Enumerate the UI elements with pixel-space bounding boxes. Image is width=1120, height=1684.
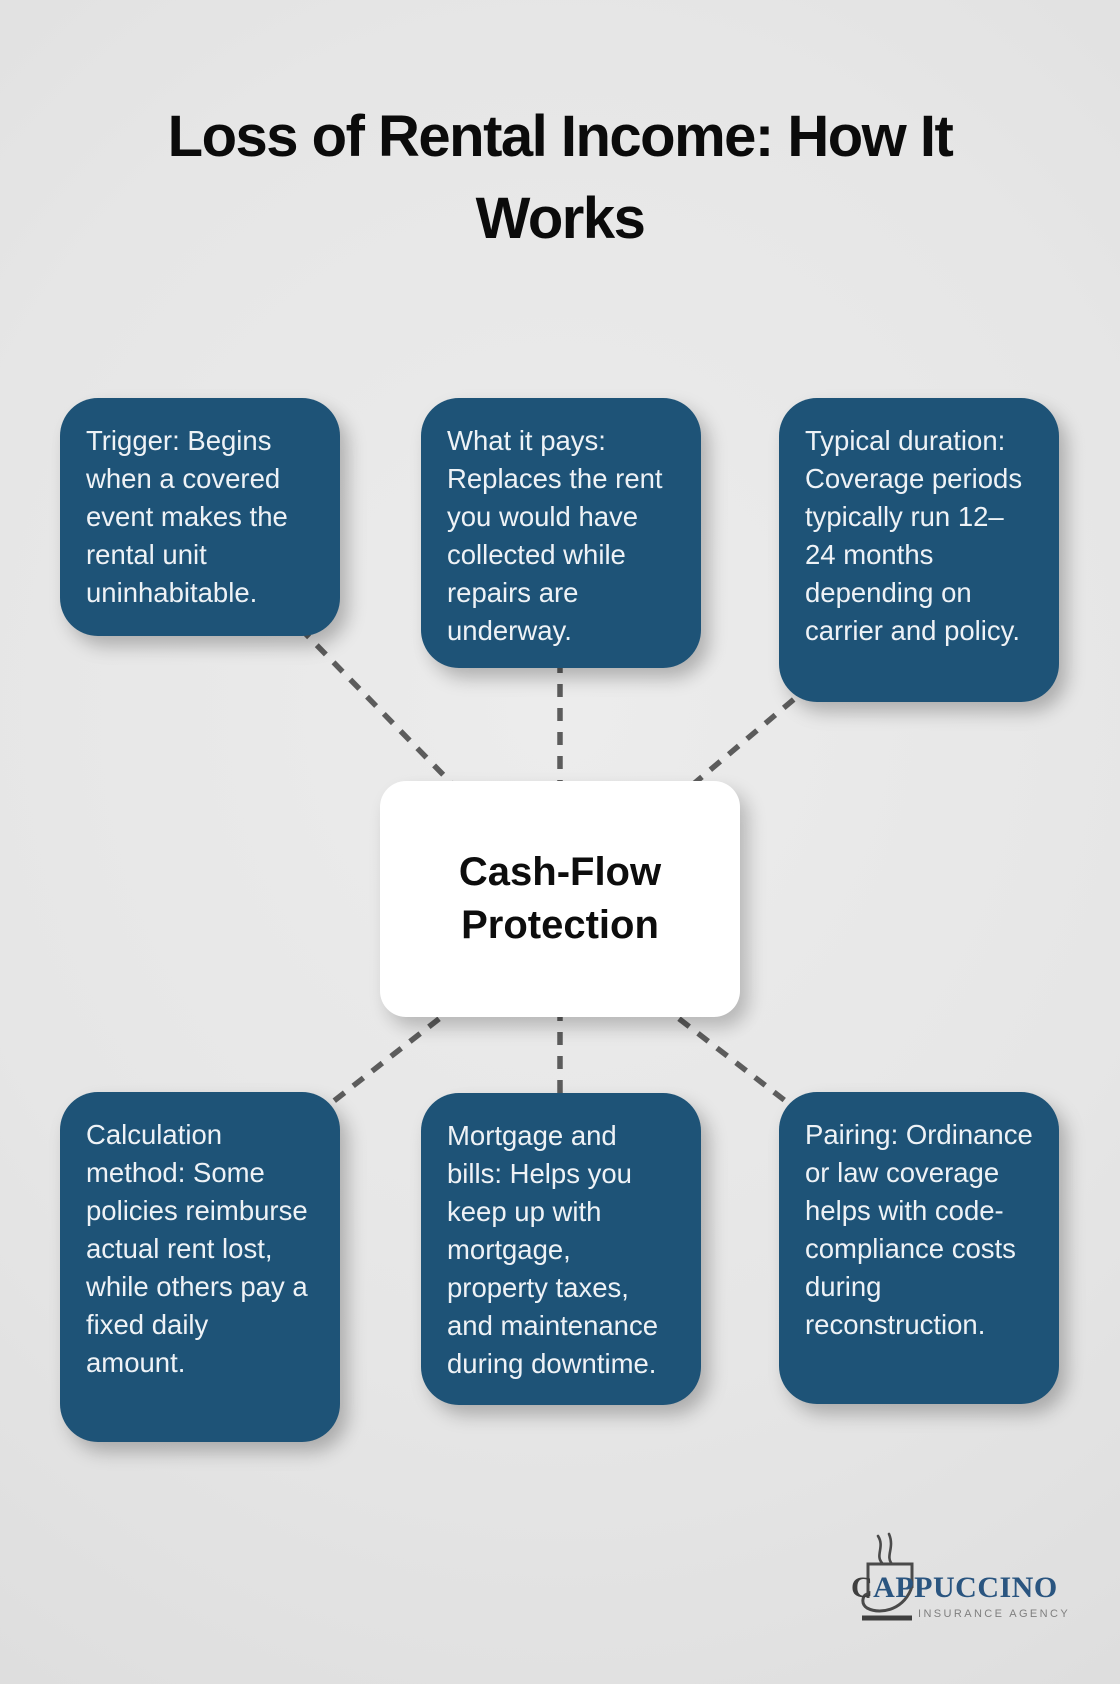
brand-rest: APPUCCINO	[873, 1571, 1058, 1604]
brand-name: CAPPUCCINO	[851, 1571, 1058, 1604]
card-pairing: Pairing: Ordinance or law coverage helps…	[779, 1092, 1059, 1404]
center-node: Cash-Flow Protection	[380, 781, 740, 1017]
card-trigger: Trigger: Begins when a covered event mak…	[60, 398, 340, 636]
card-mortgage-and-bills: Mortgage and bills: Helps you keep up wi…	[421, 1093, 701, 1405]
card-text: Calculation method: Some policies reimbu…	[86, 1119, 308, 1378]
coffee-cup-icon	[861, 1562, 914, 1613]
card-text: Typical duration: Coverage periods typic…	[805, 425, 1023, 646]
connector-line	[328, 1001, 460, 1107]
connector-line	[658, 1001, 794, 1109]
card-calculation-method: Calculation method: Some policies reimbu…	[60, 1092, 340, 1442]
connector-line	[298, 626, 464, 796]
logo: CAPPUCCINO INSURANCE AGENCY	[778, 1530, 1088, 1650]
page-title: Loss of Rental Income: How It Works	[167, 104, 954, 252]
brand-initial: C	[851, 1571, 873, 1604]
center-node-label: Cash-Flow Protection	[458, 850, 662, 947]
card-text: Trigger: Begins when a covered event mak…	[86, 425, 288, 608]
card-typical-duration: Typical duration: Coverage periods typic…	[779, 398, 1059, 702]
card-text: Pairing: Ordinance or law coverage helps…	[805, 1119, 1033, 1340]
connector-line	[682, 681, 814, 795]
brand-tagline: INSURANCE AGENCY	[918, 1608, 1070, 1620]
coffee-steam-icon	[876, 1532, 894, 1566]
card-text: Mortgage and bills: Helps you keep up wi…	[447, 1120, 658, 1379]
card-what-it-pays: What it pays: Replaces the rent you woul…	[421, 398, 701, 668]
card-text: What it pays: Replaces the rent you woul…	[447, 425, 663, 646]
